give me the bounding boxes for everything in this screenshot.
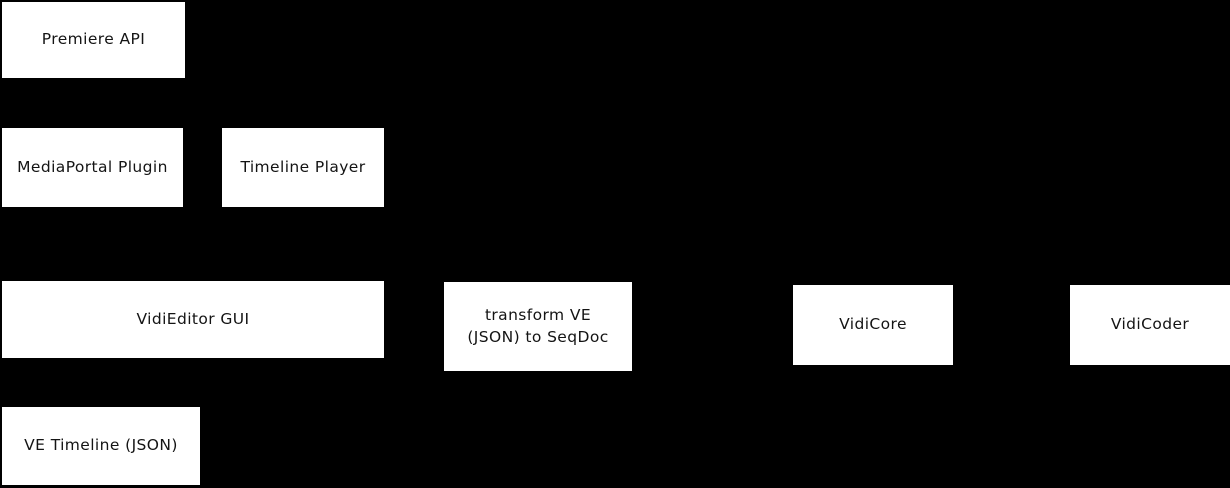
node-transform-ve-json-to-seqdoc: transform VE (JSON) to SeqDoc — [444, 282, 632, 371]
node-vidicore-label: VidiCore — [839, 315, 907, 334]
node-premiere-api: Premiere API — [2, 2, 185, 78]
node-vidieditor-gui: VidiEditor GUI — [2, 281, 384, 358]
node-premiere-api-label: Premiere API — [41, 30, 146, 49]
node-mediaportal-plugin: MediaPortal Plugin — [2, 128, 183, 207]
node-mediaportal-plugin-label: MediaPortal Plugin — [17, 157, 168, 176]
node-timeline-player: Timeline Player — [222, 128, 384, 207]
node-transform-ve-json-to-seqdoc-label: transform VE (JSON) to SeqDoc — [467, 305, 609, 346]
node-vidicore: VidiCore — [793, 285, 953, 365]
node-vidicoder-label: VidiCoder — [1110, 315, 1190, 334]
node-ve-timeline-json-label: VE Timeline (JSON) — [24, 436, 178, 455]
node-vidicoder: VidiCoder — [1070, 285, 1230, 365]
node-vidieditor-gui-label: VidiEditor GUI — [136, 309, 250, 328]
node-ve-timeline-json: VE Timeline (JSON) — [2, 407, 200, 485]
node-timeline-player-label: Timeline Player — [240, 157, 366, 176]
